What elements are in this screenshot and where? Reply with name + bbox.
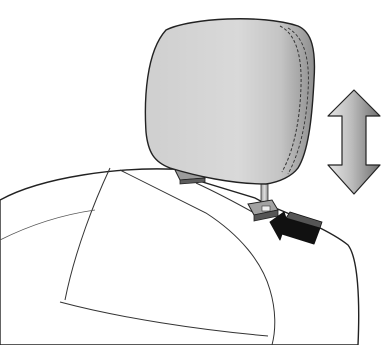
seat-back-outline <box>0 169 359 345</box>
headrest-cushion <box>145 19 314 184</box>
up-down-arrow <box>328 90 380 194</box>
headrest <box>145 19 314 184</box>
seat-back <box>0 168 359 345</box>
